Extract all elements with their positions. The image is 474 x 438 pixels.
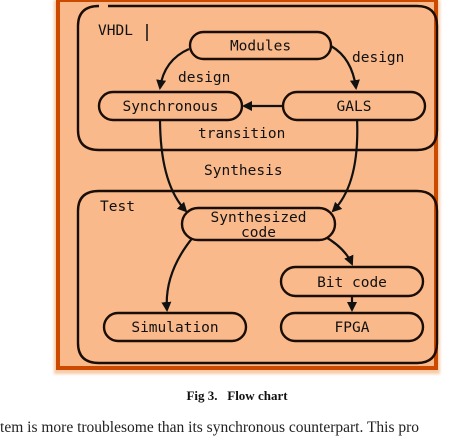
edge-label-synthesis: Synthesis	[204, 163, 283, 179]
svg-text:Simulation: Simulation	[131, 320, 218, 336]
flow-chart-diagram: VHDL Test design design transition Synth…	[54, 0, 440, 374]
svg-text:Synchronous: Synchronous	[122, 99, 218, 115]
figure-caption: Fig 3. Flow chart	[186, 388, 288, 403]
body-text-line: stem is more troublesome than its synchr…	[0, 419, 420, 436]
vhdl-group-label: VHDL	[98, 23, 133, 39]
node-synchronous: Synchronous	[97, 90, 244, 122]
edge-modules-to-gals	[330, 45, 360, 90]
test-group-box	[76, 189, 439, 365]
svg-text:FPGA: FPGA	[335, 320, 370, 336]
node-fpga: FPGA	[279, 311, 425, 343]
vhdl-group-box	[76, 4, 439, 152]
edge-label-transition: transition	[198, 126, 285, 142]
edge-modules-to-synchronous	[156, 47, 190, 90]
edge-label-design-left: design	[178, 70, 230, 86]
svg-text:Bit code: Bit code	[317, 275, 387, 291]
test-group-label: Test	[100, 199, 135, 215]
edge-gals-to-synthesized	[331, 117, 359, 213]
node-bit-code: Bit code	[279, 265, 425, 298]
edge-synthesized-to-simulation	[161, 235, 195, 312]
svg-text:Modules: Modules	[230, 39, 291, 55]
node-gals: GALS	[281, 90, 427, 122]
svg-text:GALS: GALS	[337, 99, 372, 115]
diagram-background	[56, 0, 438, 370]
node-modules: Modules	[188, 30, 333, 61]
edge-label-design-right: design	[352, 50, 404, 66]
svg-text:Synthesized: Synthesized	[210, 210, 306, 226]
edge-synchronous-to-synthesized	[158, 117, 188, 213]
node-simulation: Simulation	[102, 311, 248, 343]
node-synthesized-code: Synthesized code	[180, 206, 337, 242]
svg-text:code: code	[241, 225, 276, 241]
